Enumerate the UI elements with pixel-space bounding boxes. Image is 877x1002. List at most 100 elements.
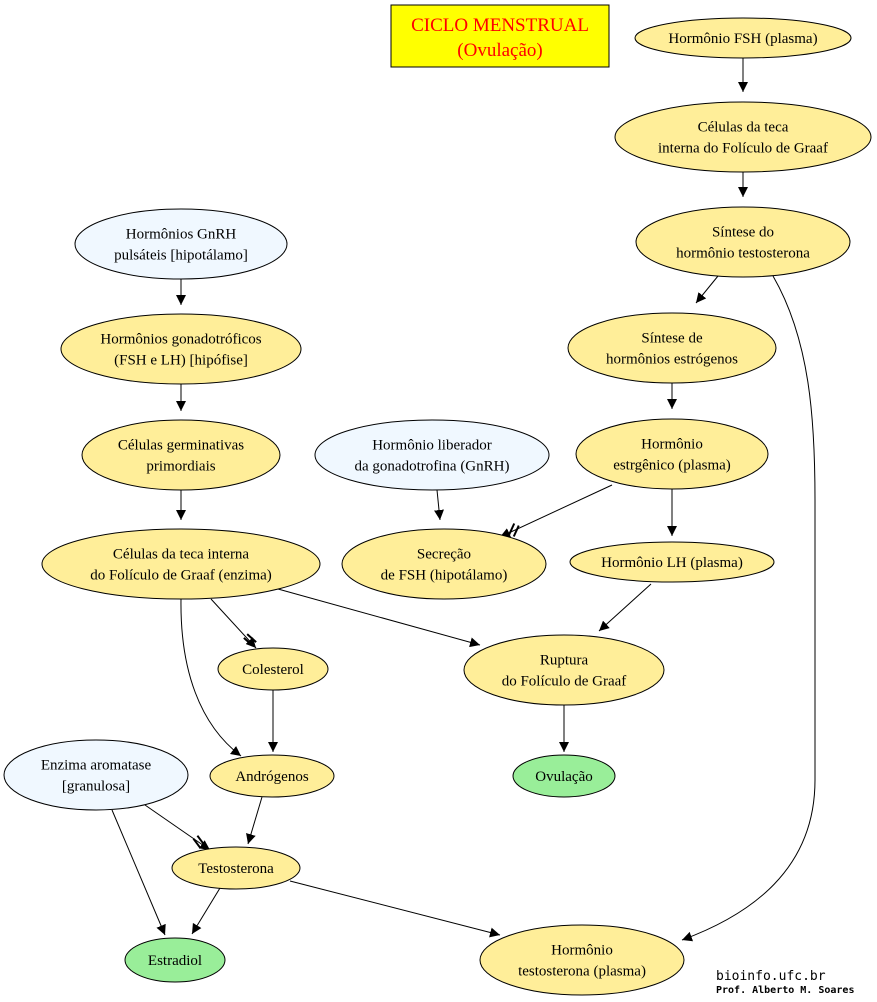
node-label: primordiais [146,459,215,475]
nodes-layer: Hormônio FSH (plasma) Células da teca inte… [3,17,872,996]
edge-hormonio_estrg-to-secrecao_fsh [499,484,613,538]
node-ellipse [479,924,685,996]
title-line-2: (Ovulação) [457,40,542,61]
edge-line [210,598,257,649]
node-ellipse [81,419,281,491]
node-ellipse [463,634,665,706]
node-ellipse [60,313,302,385]
node-label: Enzima aromatase [41,758,152,774]
edge-line [695,275,719,304]
node-ellipse [74,208,288,280]
node-label: Estradiol [148,953,202,969]
node-label: Células da teca [698,120,789,136]
node-label: Células germinativas [118,438,244,454]
edge-aromatase-to-estradiol [111,809,166,936]
node-label: Ruptura [540,653,589,669]
node-ellipse [567,312,777,384]
node-ellipse [569,541,775,583]
edge-sintese_testo-to-sintese_estro [695,275,719,304]
node-label: hormônio testosterona [676,246,810,262]
node-label: Hormônio [551,943,613,959]
edge-teca_enzima-to-androgenos [180,598,242,757]
node-estradiol: Estradiol [124,937,226,983]
inhibition-mark [508,523,516,535]
node-ellipse [209,754,335,798]
node-sintese-estro: Síntese de hormônios estrógenos [567,312,777,384]
node-testo-plasma: Hormônio testosterona (plasma) [479,924,685,996]
node-label: Ovulação [535,769,592,785]
edge-line [598,583,652,632]
edges-layer [111,58,816,942]
edge-line [191,887,221,935]
node-ellipse [614,101,872,173]
node-label: Testosterona [198,861,274,877]
edge-line [277,588,481,648]
node-celulas-teca-1: Células da teca interna do Folículo de Gr… [614,101,872,173]
edge-testosterona-to-testo_plasma [289,880,501,938]
node-label: [granulosa] [62,779,130,795]
node-label: (FSH e LH) [hipófise] [114,353,248,369]
node-ellipse [341,528,547,600]
inhibition-mark [246,633,257,643]
node-ellipse [314,419,550,491]
node-ellipse [171,846,301,890]
node-ellipse [575,418,769,490]
node-label: Hormônio FSH (plasma) [668,31,817,47]
node-label: Secreção [417,547,471,563]
node-label: do Folículo de Graaf (enzima) [90,568,272,584]
node-label: Síntese de [641,331,703,347]
title-line-1: CICLO MENSTRUAL [411,15,589,36]
inhibition-mark [196,835,206,846]
diagram-title: CICLO MENSTRUAL (Ovulação) [390,4,610,68]
credits: bioinfo.ufc.br Prof. Alberto M. Soares [716,969,854,996]
inhibition-mark [192,838,202,849]
node-gonadotroficos: Hormônios gonadotróficos (FSH e LH) [hipó… [60,313,302,385]
node-label: Andrógenos [235,769,308,785]
node-germinativas: Células germinativas primordiais [81,419,281,491]
node-androgenos: Andrógenos [209,754,335,798]
node-lh-plasma: Hormônio LH (plasma) [569,541,775,583]
node-testosterona: Testosterona [171,846,301,890]
node-ellipse [41,528,321,600]
edge-line [144,804,211,851]
node-ellipse [512,754,616,798]
node-aromatase: Enzima aromatase [granulosa] [3,739,189,811]
node-liberador: Hormônio liberador da gonadotrofina (GnRH… [314,419,550,491]
node-ellipse [217,647,329,691]
node-label: Hormônio LH (plasma) [601,555,743,571]
node-label: Hormônios gonadotróficos [100,332,261,348]
inhibition-mark [243,637,254,647]
edge-aromatase-to-testosterona [144,804,211,851]
title-box [390,4,610,68]
node-label: hormônios estrógenos [606,352,738,368]
edge-teca_enzima-to-ruptura [277,588,481,648]
edge-line [111,809,166,936]
node-label: do Folículo de Graaf [502,674,627,690]
node-label: Colesterol [242,662,304,678]
edge-lh_plasma-to-ruptura [598,583,652,632]
edge-line [180,598,242,757]
node-ellipse [635,206,851,278]
edge-line [681,275,816,942]
node-label: Hormônios GnRH [126,227,237,243]
node-fsh-plasma: Hormônio FSH (plasma) [634,17,852,59]
node-label: interna do Folículo de Graaf [658,141,828,157]
edge-line [246,796,263,845]
node-ellipse [634,17,852,59]
inhibition-mark [512,525,520,537]
edge-teca_enzima-to-colesterol [210,598,257,649]
node-ovulacao: Ovulação [512,754,616,798]
node-label: testosterona (plasma) [518,964,646,980]
node-label: Hormônio liberador [372,438,492,454]
node-label: Síntese do [712,225,774,241]
node-colesterol: Colesterol [217,647,329,691]
node-label: da gonadotrofina (GnRH) [355,459,510,475]
edge-liberador-to-secrecao_fsh [434,489,444,521]
edge-testosterona-to-estradiol [191,887,221,935]
credit-author: Prof. Alberto M. Soares [716,985,854,996]
